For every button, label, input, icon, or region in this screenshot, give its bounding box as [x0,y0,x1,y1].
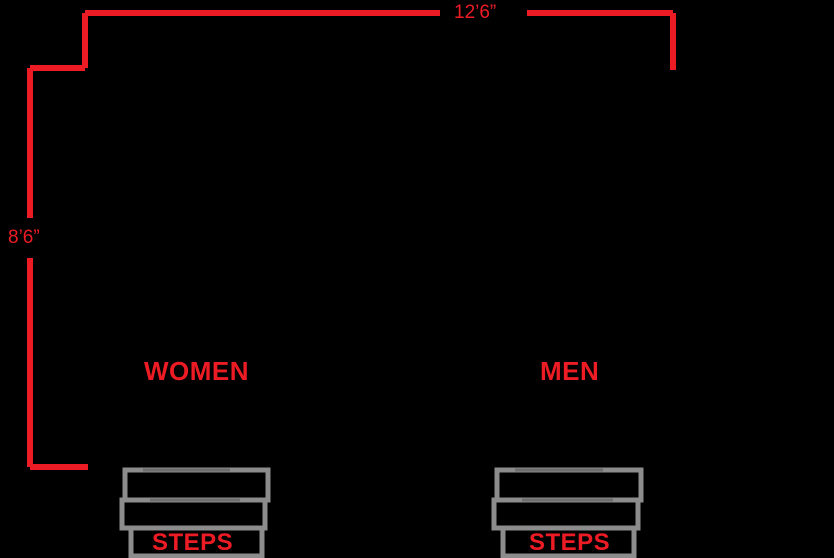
steps-right-group [491,467,644,558]
steps-right-tier-2 [491,497,641,531]
steps-right-tier-1 [494,467,644,503]
steps-left-group [119,467,271,558]
room-label-men: MEN [540,356,600,386]
dimension-label-height: 8’6” [8,227,40,248]
steps-right-tier-3 [500,525,637,558]
room-label-women: WOMEN [144,356,250,386]
steps-left-tier-3 [128,525,265,558]
steps-label-left: STEPS [152,529,234,556]
steps-left-tier-1 [122,467,271,503]
steps-label-right: STEPS [529,529,611,556]
steps-left-tier-2 [119,497,268,531]
dimension-lines-group [27,10,676,470]
dimension-label-width: 12’6” [454,2,497,23]
